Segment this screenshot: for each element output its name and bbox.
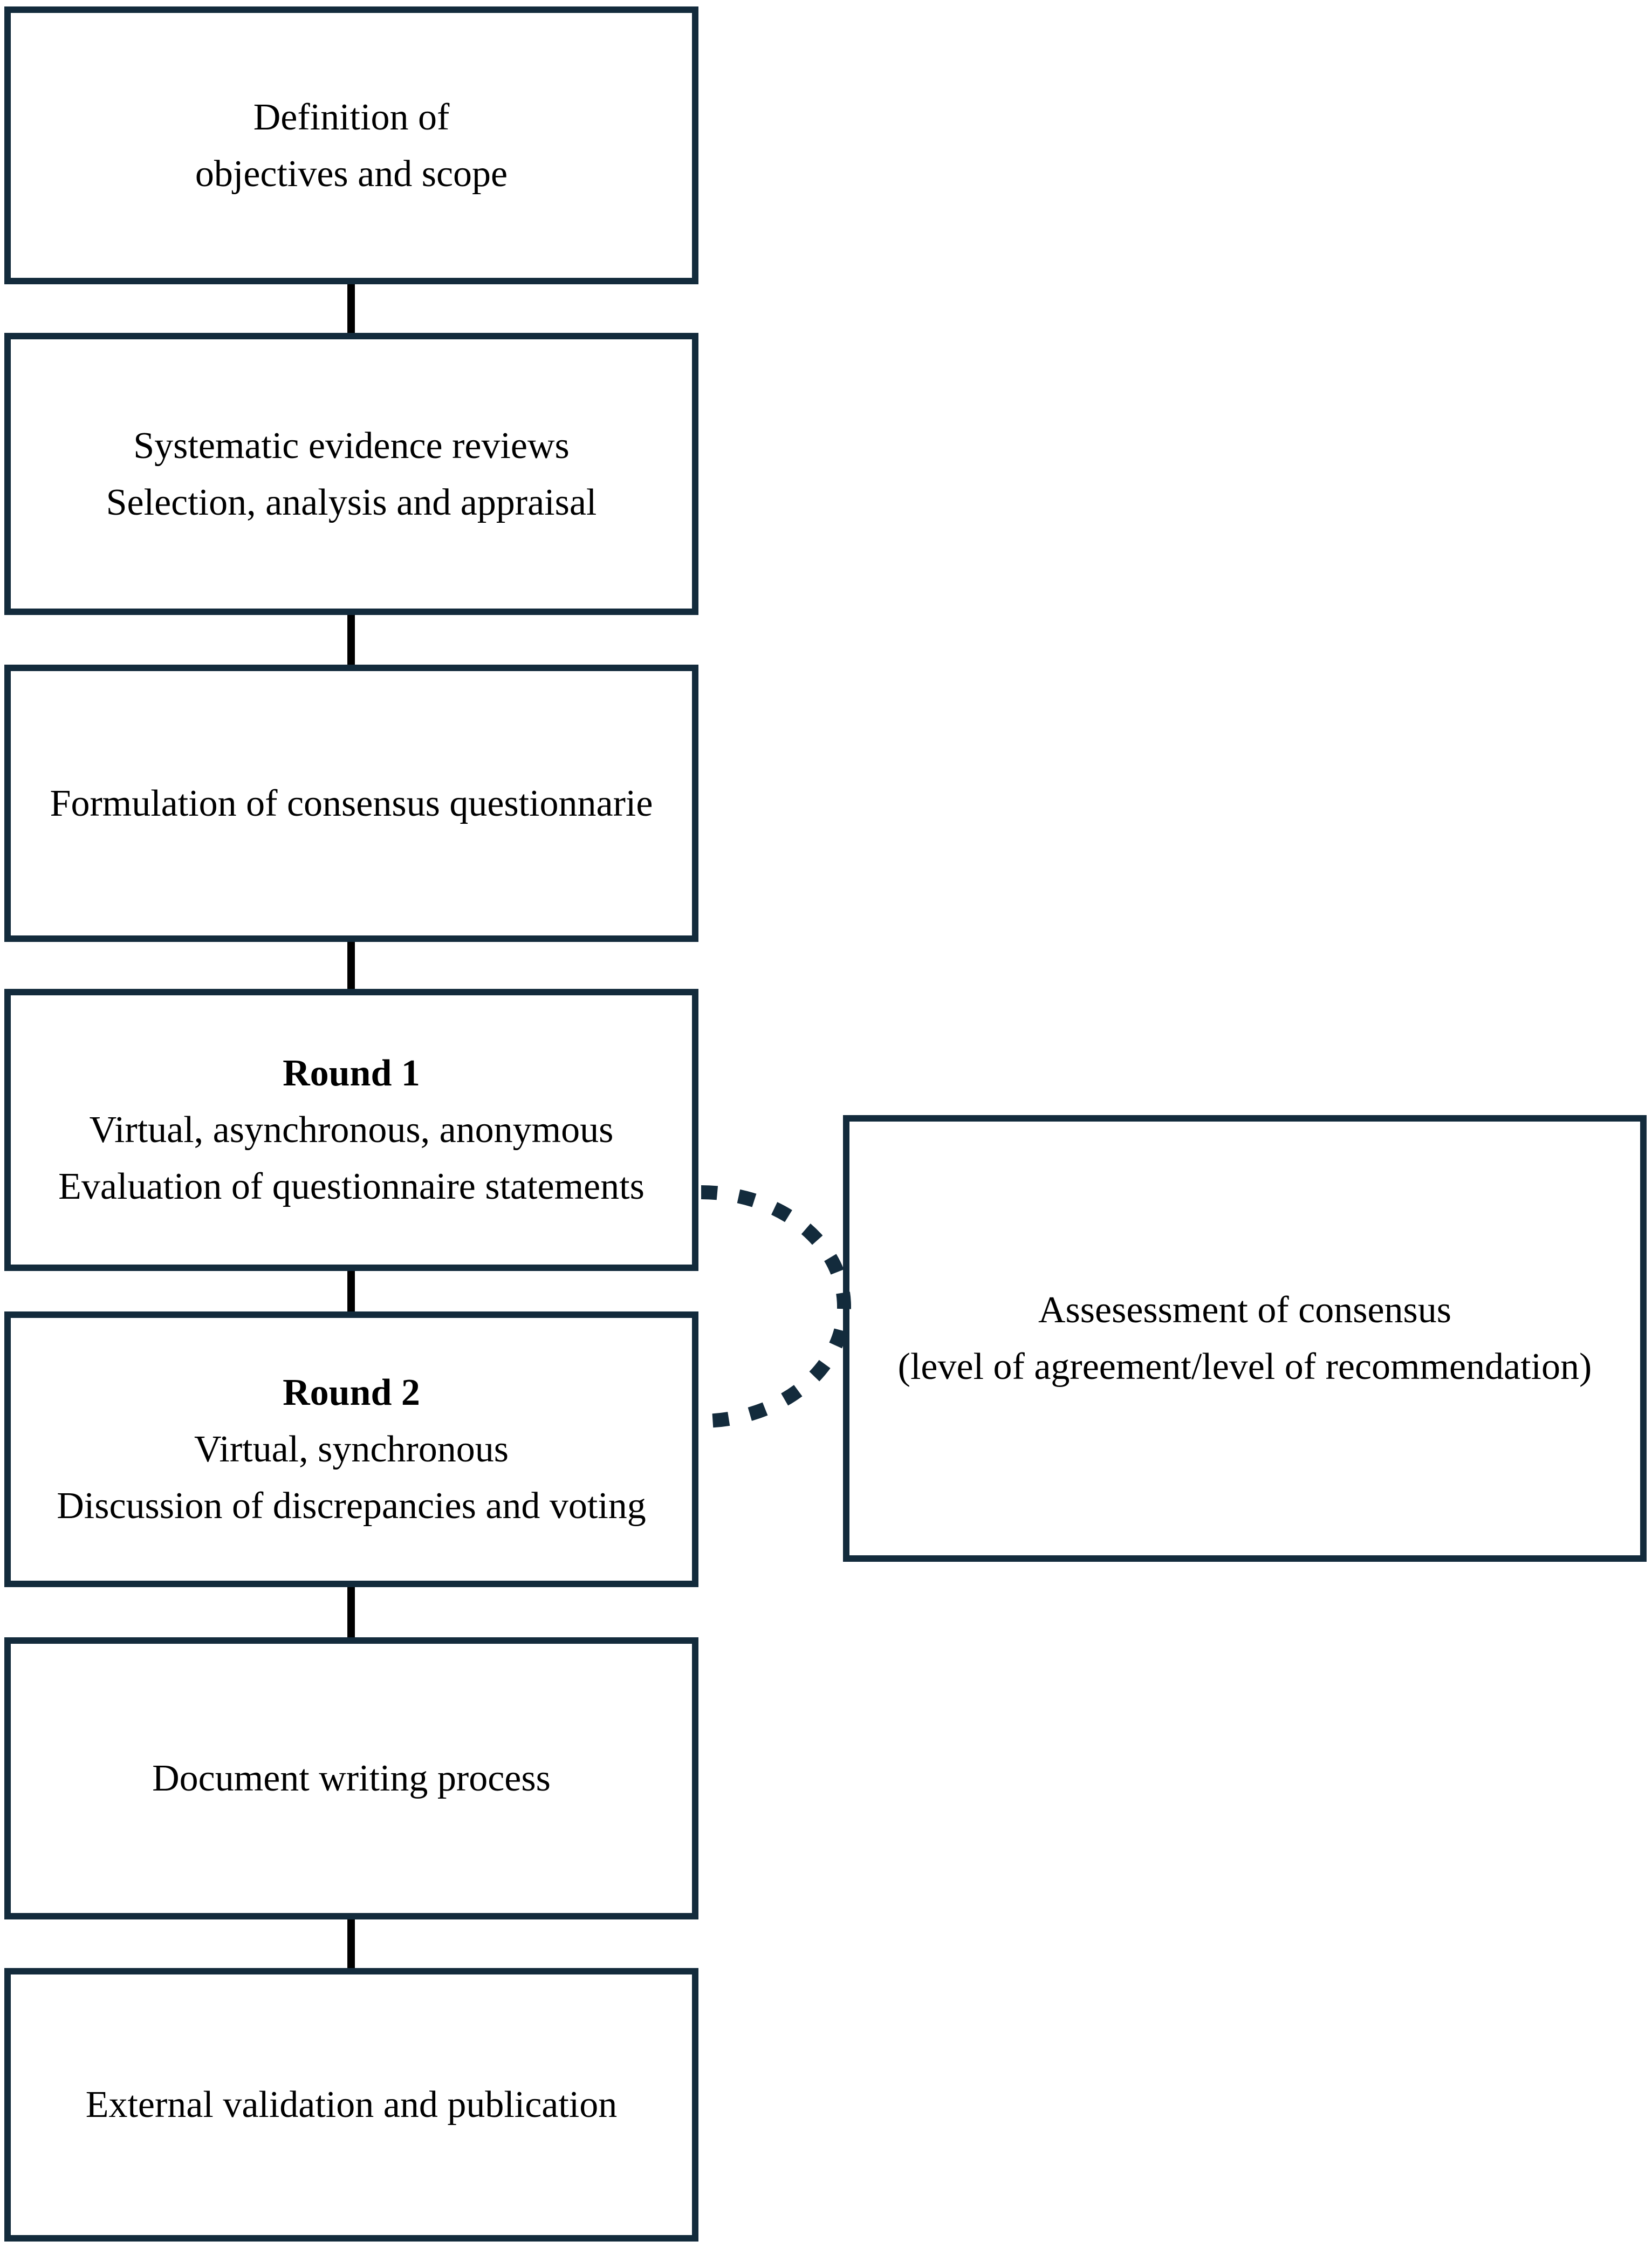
connector-line-1 <box>347 284 355 333</box>
box-text-line: objectives and scope <box>195 153 508 195</box>
connector-line-3 <box>347 942 355 989</box>
round-1-title: Round 1 <box>283 1053 420 1094</box>
box-text-line: (level of agreement/level of recommendat… <box>897 1346 1592 1388</box>
flow-box-external-validation: External validation and publication <box>4 1968 698 2242</box>
dotted-arc-path <box>701 1185 851 1428</box>
box-text-line: Document writing process <box>152 1758 551 1799</box>
box-text-line: Definition of <box>253 96 450 138</box>
flow-box-round-1: Round 1 Virtual, asynchronous, anonymous… <box>4 989 698 1271</box>
connector-line-6 <box>347 1919 355 1968</box>
connector-line-2 <box>347 615 355 665</box>
box-text-line: External validation and publication <box>85 2084 618 2126</box>
box-text-line: Virtual, asynchronous, anonymous <box>89 1109 614 1151</box>
flow-box-formulation-of-questionnaire: Formulation of consensus questionnarie <box>4 665 698 942</box>
connector-line-5 <box>347 1587 355 1637</box>
flow-box-definition-of-objectives: Definition of objectives and scope <box>4 6 698 284</box>
connector-line-4 <box>347 1271 355 1311</box>
side-box-assessment-of-consensus: Assesessment of consensus (level of agre… <box>843 1115 1647 1562</box>
flow-box-document-writing: Document writing process <box>4 1637 698 1919</box>
box-text-line: Selection, analysis and appraisal <box>106 481 597 523</box>
box-text-line: Assesessment of consensus <box>1038 1289 1452 1331</box>
box-text-line: Evaluation of questionnaire statements <box>58 1166 645 1207</box>
flow-box-systematic-evidence-reviews: Systematic evidence reviews Selection, a… <box>4 333 698 615</box>
box-text-line: Virtual, synchronous <box>194 1429 509 1470</box>
box-text-line: Formulation of consensus questionnarie <box>50 782 653 824</box>
box-text-line: Discussion of discrepancies and voting <box>57 1485 646 1527</box>
flow-box-round-2: Round 2 Virtual, synchronous Discussion … <box>4 1311 698 1587</box>
round-2-title: Round 2 <box>283 1372 420 1413</box>
box-text-line: Systematic evidence reviews <box>133 425 570 467</box>
